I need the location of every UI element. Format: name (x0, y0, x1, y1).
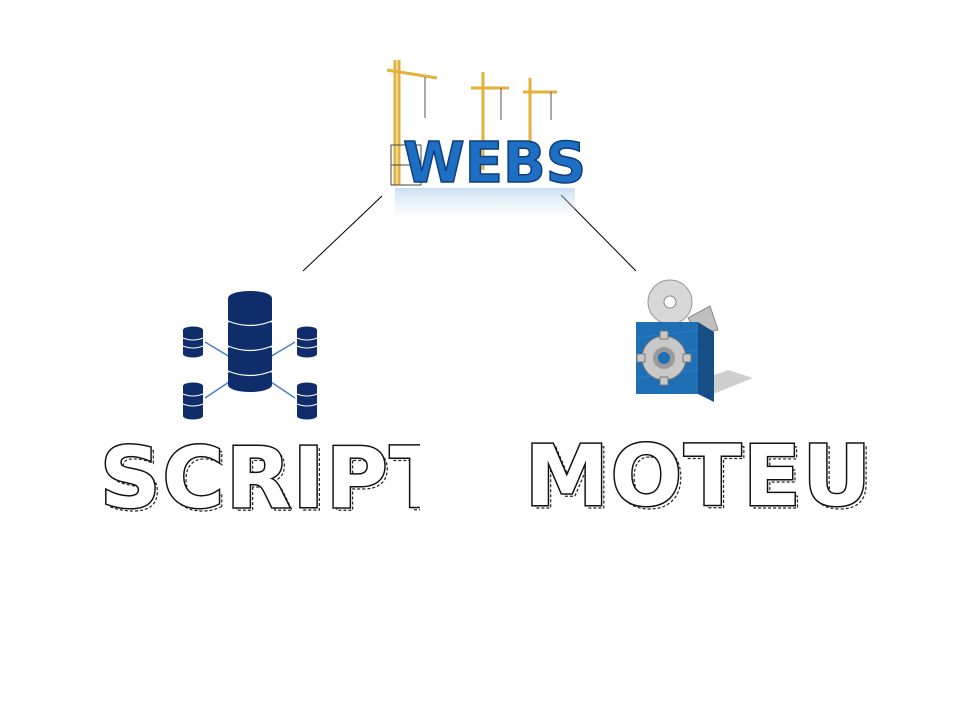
script-label-shadow: SCRIPT (103, 432, 420, 530)
script-label-wrap: SCRIPT SCRIPT (99, 430, 421, 530)
connector-left (302, 195, 383, 272)
website-construction-icon: WEBSITE (386, 60, 585, 228)
website-node: WEBSITE (375, 50, 585, 240)
moteur-label-wrap: MOTEUR MOTEUR (524, 428, 871, 528)
moteur-label-shadow: MOTEUR (528, 430, 870, 528)
moteur-label: MOTEUR (525, 428, 870, 525)
script-node-icon (175, 290, 325, 425)
moteur-node-icon (628, 278, 758, 406)
website-title: WEBSITE (403, 131, 585, 196)
database-network-icon (182, 291, 318, 420)
script-label: SCRIPT (100, 430, 420, 527)
software-box-icon (635, 279, 753, 402)
